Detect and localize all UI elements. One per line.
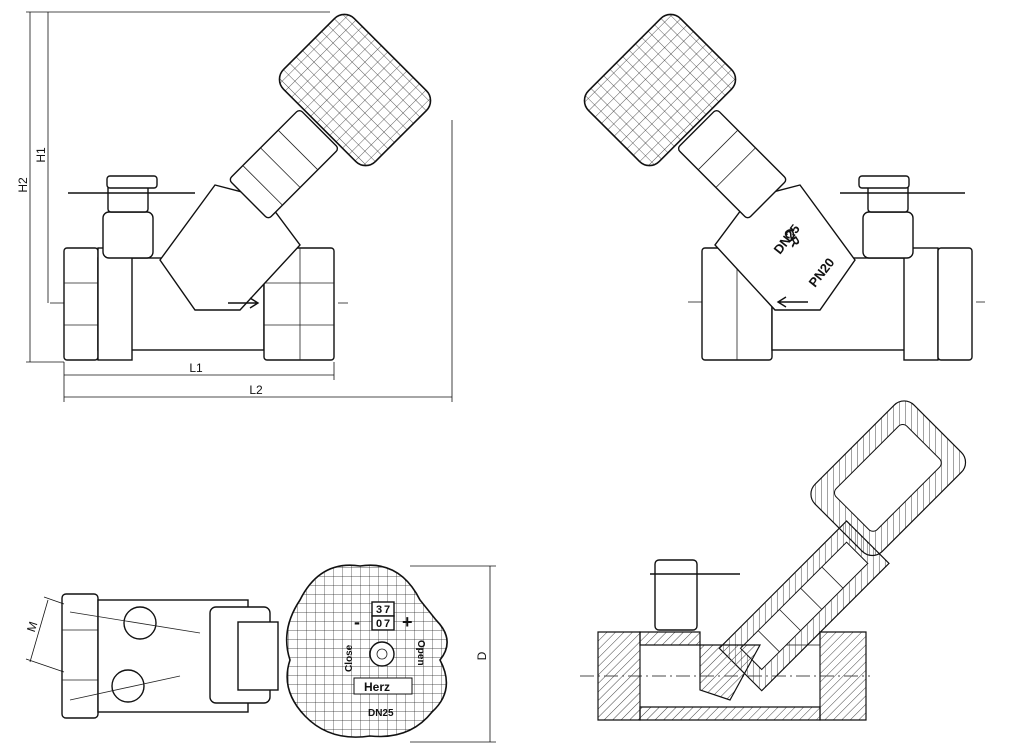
rear-view: CR DN25 PN20 (583, 13, 985, 361)
front-view: H1 H2 L1 L2 (16, 11, 453, 402)
plus-mark: + (402, 612, 413, 632)
dim-d-label: D (475, 651, 489, 660)
brand-mark: Herz (364, 680, 390, 694)
dim-l2-label: L2 (249, 383, 263, 397)
open-mark: Open (415, 640, 426, 666)
scale-top: 3 (376, 604, 382, 616)
scale-low2: 7 (384, 618, 390, 630)
minus-mark: - (354, 612, 360, 632)
dim-h1-label: H1 (34, 147, 48, 163)
close-mark: Close (344, 644, 355, 672)
dim-m-label: M (24, 620, 40, 634)
section-view (580, 400, 967, 721)
top-view: 3 7 0 7 - + Close Open Herz DN25 D M (24, 564, 496, 743)
scale-low: 0 (376, 618, 382, 630)
dim-l1-label: L1 (189, 361, 203, 375)
dim-h2-label: H2 (16, 177, 30, 193)
scale-mid: 7 (384, 604, 390, 616)
dn-mark: DN25 (368, 708, 394, 719)
